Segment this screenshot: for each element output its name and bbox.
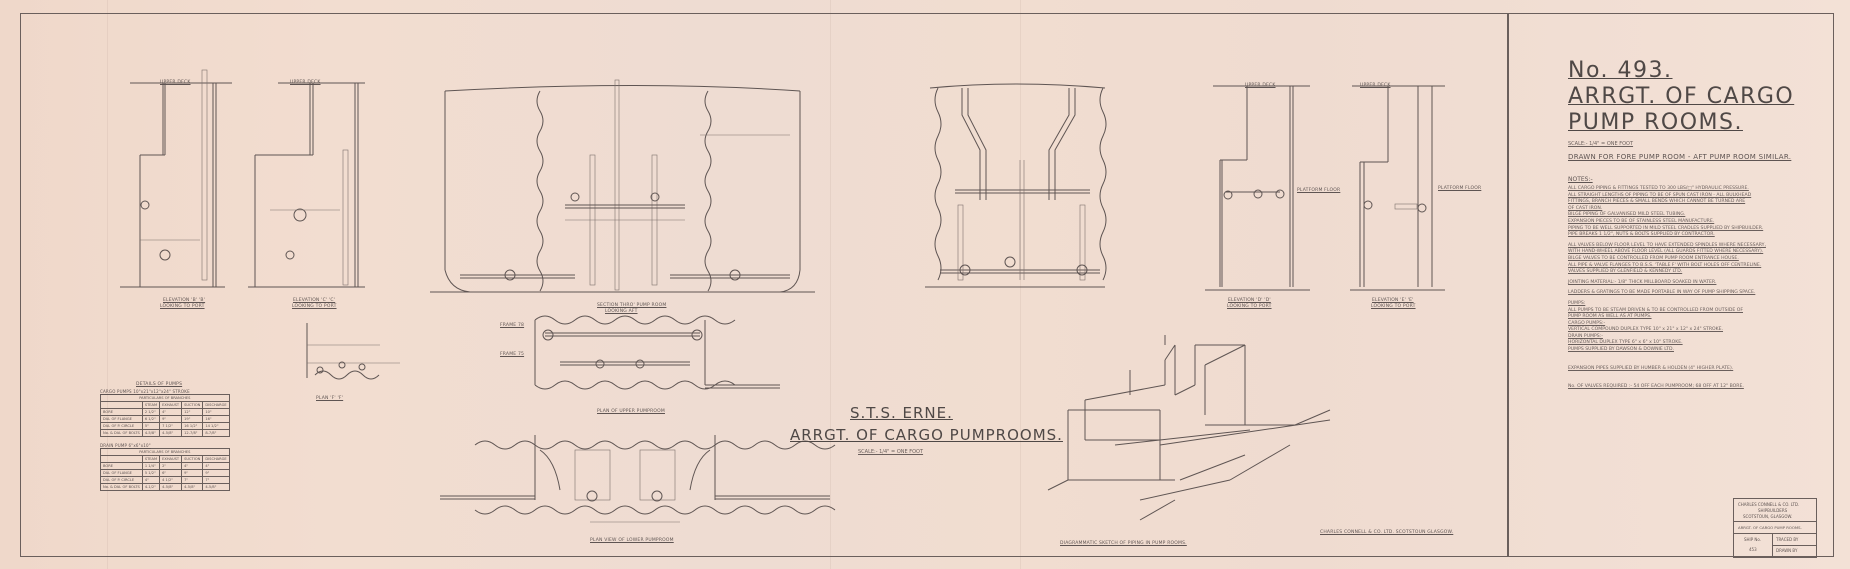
elevation-dd-sub: LOOKING TO PORT [1227,304,1272,309]
elevation-dd-drawing [1205,85,1310,291]
title-block-drawing-name: ARRGT. OF CARGO PUMP ROOMS. [1738,525,1802,530]
elevation-bb-sub: LOOKING TO PORT [160,304,205,309]
pump-details-block: DETAILS OF PUMPS CARGO PUMPS 10"x21"x12"… [100,382,230,491]
elevation-cc-label: ELEVATION 'C' 'C' [293,298,336,303]
upper-deck-label: UPPER DECK [1360,83,1391,88]
traced-by-label: TRACED BY [1776,537,1799,542]
valves-note: No. OF VALVES REQUIRED :- 54 OFF EACH PU… [1568,384,1744,389]
drain-pump-title: DRAIN PUMP 6"x6"x10" [100,443,151,448]
drawing-title-line1: ARRGT. OF CARGO [1568,84,1795,109]
section-caption: SECTION THRO' PUMP ROOM [597,303,667,308]
ship-no-value: 453 [1749,547,1757,552]
drawing-number: No. 493. ARRGT. OF CARGO PUMP ROOMS. [1568,58,1795,135]
elevation-cc-sub: LOOKING TO PORT [292,304,337,309]
diagrammatic-piping-sketch [1047,335,1331,521]
fold-line [107,0,108,569]
frame-label: FRAME 78 [500,323,525,328]
elevation-ee-sub: LOOKING TO PORT [1371,304,1416,309]
main-scale: SCALE:- 1/4" = ONE FOOT [858,449,924,455]
detail-ff-label: PLAN 'F' 'F' [316,396,344,401]
plan-upper-caption: PLAN OF UPPER PUMPROOM [597,409,665,414]
company-name: CHARLES CONNELL & CO. LTD. [1738,502,1800,507]
company-role: SHIPBUILDERS [1758,508,1788,513]
drawing-scale: SCALE:- 1/4" = ONE FOOT [1568,141,1634,147]
drawing-title-line2: PUMP ROOMS. [1568,110,1743,135]
elevation-ee-drawing [1350,85,1445,291]
title-block: CHARLES CONNELL & CO. LTD. SHIPBUILDERS … [1733,498,1817,558]
detail-ff-drawing [306,323,400,380]
section-sub: LOOKING AFT [605,309,638,314]
plan-upper-pumproom-drawing [534,315,780,390]
divider [1734,533,1816,534]
fold-line [1020,0,1021,569]
pump-details-heading: DETAILS OF PUMPS [136,382,183,387]
section-pump-room-2-drawing [925,83,1107,288]
elevation-bb-drawing [120,69,232,288]
fold-line [830,0,831,569]
elevation-ee-label: ELEVATION 'E' 'E' [1372,298,1414,303]
platform-floor-label: PLATFORM FLOOR [1438,186,1482,191]
drawn-for-note: DRAWN FOR FORE PUMP ROOM - AFT PUMP ROOM… [1568,153,1792,161]
drawn-by-label: DRAWN BY [1776,548,1798,553]
elevation-bb-label: ELEVATION 'B' 'B' [163,298,206,303]
elevation-dd-label: ELEVATION 'D' 'D' [1228,298,1271,303]
notes-heading: NOTES:- [1568,176,1593,183]
ship-no-label: SHIP No. [1744,537,1762,542]
drawing-border [20,13,1834,557]
cargo-pump-title: CARGO PUMPS 10"x21"x12"x24" STROKE [100,389,190,394]
upper-deck-label: UPPER DECK [290,80,321,85]
section-pump-room-drawing [430,79,815,293]
notes-list: ALL CARGO PIPING & FITTINGS TESTED TO 30… [1568,186,1766,371]
platform-floor-label: PLATFORM FLOOR [1297,188,1341,193]
company-location: SCOTSTOUN, GLASGOW. [1743,514,1793,519]
divider [1772,545,1816,546]
ship-name-title: S.T.S. ERNE. [850,404,953,422]
diagram-caption: DIAGRAMMATIC SKETCH OF PIPING IN PUMP RO… [1060,541,1187,546]
upper-deck-label: UPPER DECK [160,80,191,85]
divider [1734,521,1816,522]
plan-lower-caption: PLAN VIEW OF LOWER PUMPROOM [590,538,674,543]
title-panel-divider [1507,13,1509,557]
main-title: ARRGT. OF CARGO PUMPROOMS. [790,426,1063,444]
builder-line: CHARLES CONNELL & CO. LTD. SCOTSTOUN GLA… [1320,530,1454,535]
upper-deck-label: UPPER DECK [1245,83,1276,88]
plan-lower-pumproom-drawing [440,435,836,523]
frame-label: FRAME 75 [500,352,525,357]
elevation-cc-drawing [248,82,365,288]
